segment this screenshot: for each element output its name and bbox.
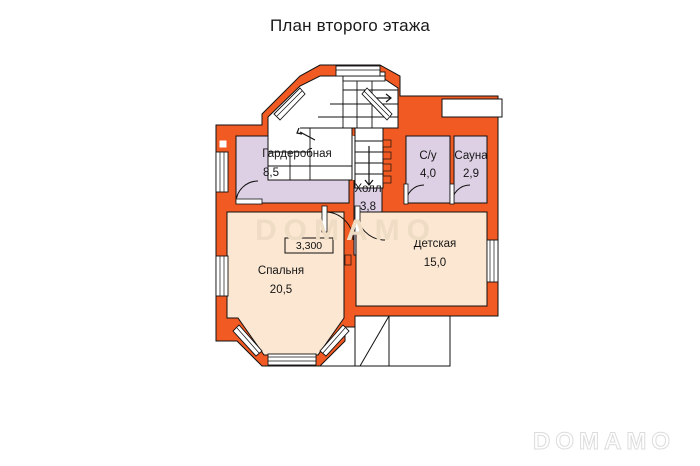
dimension-value: 3,300 bbox=[296, 240, 322, 252]
room-area-spalnya: 20,5 bbox=[270, 284, 292, 296]
doors-group bbox=[235, 180, 471, 241]
room-name-spalnya: Спальня bbox=[258, 265, 304, 277]
room-name-sauna: Сауна bbox=[454, 150, 488, 162]
door-spalnya bbox=[324, 211, 354, 241]
room-label-sanuzel: С/у 4,0 bbox=[419, 150, 437, 180]
riser-block-3 bbox=[382, 163, 392, 172]
terrace-outline bbox=[354, 315, 451, 367]
wall-detail-blocks bbox=[218, 139, 392, 266]
room-name-detskaya: Детская bbox=[414, 238, 457, 250]
stair-arrows bbox=[296, 93, 392, 186]
room-area-sanuzel: 4,0 bbox=[420, 168, 436, 180]
room-label-garderobnaya: Гардеробная 8,5 bbox=[262, 148, 332, 179]
window-upper-right-diag bbox=[361, 87, 393, 121]
window-bay-bottom bbox=[267, 353, 317, 366]
room-area-sauna: 2,9 bbox=[463, 168, 479, 180]
window-right-detskaya bbox=[486, 239, 499, 283]
room-name-holl: Холл bbox=[354, 183, 381, 195]
wall-marker-left bbox=[218, 139, 228, 149]
room-area-garderobnaya: 8,5 bbox=[263, 167, 279, 179]
roof-overhang-right bbox=[441, 98, 503, 118]
wall-stub-spalnya bbox=[344, 254, 352, 266]
windows-group bbox=[215, 65, 499, 366]
window-upper-left-diag bbox=[273, 87, 306, 121]
room-void-detskaya bbox=[355, 211, 488, 307]
room-name-sanuzel: С/у bbox=[419, 150, 437, 162]
room-label-spalnya: Спальня 20,5 bbox=[258, 265, 304, 296]
terrace-diagonal bbox=[359, 315, 390, 367]
riser-block-2 bbox=[382, 151, 392, 160]
window-left-lower bbox=[215, 255, 229, 297]
room-name-garderobnaya: Гардеробная bbox=[262, 148, 332, 160]
window-top-stair bbox=[335, 65, 381, 77]
window-left-upper bbox=[215, 151, 229, 193]
exterior-outlines bbox=[316, 98, 503, 367]
room-void-sanuzel bbox=[405, 135, 451, 204]
room-label-holl: Холл 3,8 bbox=[354, 183, 381, 213]
dimension-box bbox=[284, 237, 334, 254]
riser-block-1 bbox=[382, 139, 392, 148]
room-label-sauna: Сауна 2,9 bbox=[454, 150, 488, 180]
walls-group bbox=[215, 64, 503, 367]
room-label-detskaya: Детская 15,0 bbox=[414, 238, 457, 269]
riser-block-4 bbox=[382, 175, 392, 184]
window-bay-right bbox=[319, 324, 350, 357]
room-void-sauna bbox=[453, 135, 488, 204]
room-labels: Гардеробная 8,5 Холл 3,8 С/у 4,0 Сауна 2… bbox=[258, 148, 488, 296]
dimension-3300: 3,300 bbox=[284, 237, 334, 254]
window-bay-left bbox=[232, 324, 263, 357]
room-area-holl: 3,8 bbox=[360, 201, 376, 213]
room-area-detskaya: 15,0 bbox=[424, 257, 446, 269]
page-title: План второго этажа bbox=[269, 16, 431, 35]
